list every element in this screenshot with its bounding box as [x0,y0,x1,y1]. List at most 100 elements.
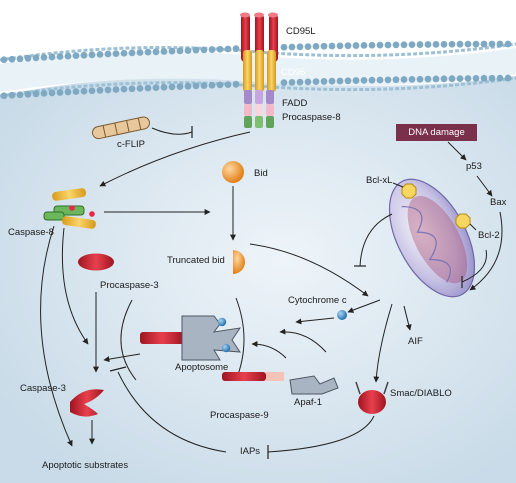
label-smac-diablo: Smac/DIABLO [390,388,452,399]
lipid-head [456,40,464,48]
label-bcl-xl: Bcl-xL [366,175,393,186]
lipid-head [144,84,152,92]
arrow-caspase8-to-substrates [40,225,73,447]
label-p53: p53 [466,161,482,172]
lipid-head [440,75,448,83]
label-apaf-1: Apaf-1 [294,397,322,408]
label-procaspase-3: Procaspase-3 [100,280,159,291]
lipid-head [112,86,120,93]
cflip-inhibition-line [151,127,193,135]
lipid-head [416,41,424,48]
lipid-head [480,74,488,82]
lipid-head [368,41,376,49]
apaf-1-protein [289,375,339,395]
label-bax: Bax [490,197,507,208]
lipid-head [304,78,312,86]
lipid-head [288,43,296,51]
lipid-head [392,41,400,49]
lipid-head [464,40,472,48]
lipid-head [24,90,32,98]
lipid-head [184,47,192,54]
lipid-head [176,47,184,55]
lipid-head [320,78,328,85]
arrow-dna-to-p53 [447,141,467,161]
lipid-head [376,41,384,49]
apoptosome-complex [120,297,245,381]
lipid-head [472,40,480,48]
lipid-head [448,40,456,48]
lipid-head [336,77,344,85]
lipid-head [200,46,208,54]
lipid-head [48,53,56,61]
arrow-procaspase9-to-apoptosome [251,341,287,359]
lipid-head [128,49,136,57]
lipid-head [152,48,160,56]
lipid-head [200,82,208,89]
label-bid: Bid [254,168,268,179]
procaspase-3-protein [78,253,114,271]
lipid-head [96,86,104,94]
lipid-head [104,50,112,58]
lipid-head [16,55,24,63]
lipid-head [312,43,320,50]
lipid-head [376,76,384,84]
label-fadd: FADD [282,98,308,109]
lipid-head [432,40,440,48]
lipid-head [432,75,440,83]
smac-inhibits-iaps [267,415,375,453]
lipid-head [488,40,496,48]
lipid-head [328,77,336,85]
arrow-mito-to-cytochrome [347,299,381,313]
lipid-head [88,87,96,95]
lipid-head [480,40,488,48]
lipid-head [496,74,504,82]
lipid-head [0,92,8,100]
label-procaspase-9: Procaspase-9 [210,410,269,421]
lipid-head [232,80,240,88]
lipid-head [24,54,32,62]
lipid-head [104,86,112,94]
c-flip-protein [91,116,150,140]
lipid-head [168,83,176,91]
label-truncated-bid: Truncated bid [167,255,225,266]
lipid-head [408,75,416,83]
cd95-receptor-complex [240,12,278,128]
lipid-head [488,74,496,82]
arrow-truncated-bid-to-mito [249,243,369,297]
lipid-head [112,50,120,58]
arrow-bax-to-mito [469,211,503,291]
label-caspase-8: Caspase-8 [8,227,54,238]
bcl-2-protein [455,213,471,229]
lipid-head [176,83,184,90]
lipid-head [48,89,56,97]
lipid-head [64,52,72,60]
lipid-head [208,81,216,89]
iaps-inhibition-line [117,371,227,453]
dna-damage-box: DNA damage [396,124,477,141]
smac-diablo-protein [355,381,389,414]
label-cytochrome-c: Cytochrome c [288,295,347,306]
lipid-head [120,85,128,93]
lipid-head [72,88,80,95]
arrow-receptor-to-caspase8 [99,131,251,187]
lipid-head [384,41,392,49]
lipid-head [504,40,512,48]
lipid-head [88,51,96,59]
lipid-head [216,45,224,53]
lipid-head [32,54,40,62]
lipid-head [504,74,512,82]
label-apoptotic-substrates: Apoptotic substrates [42,460,129,471]
lipid-head [400,76,408,83]
cytochrome-c-molecule [337,310,347,320]
lipid-head [296,78,304,86]
lipid-head [424,75,432,83]
lipid-head [288,78,296,86]
inhibition-bclxl [359,213,393,267]
lipid-head [192,46,200,54]
lipid-head [136,84,144,92]
lipid-head [136,49,144,56]
lipid-head [208,46,216,53]
label-procaspase-8: Procaspase-8 [282,112,341,123]
lipid-head [280,79,288,87]
lipid-head [64,88,72,96]
